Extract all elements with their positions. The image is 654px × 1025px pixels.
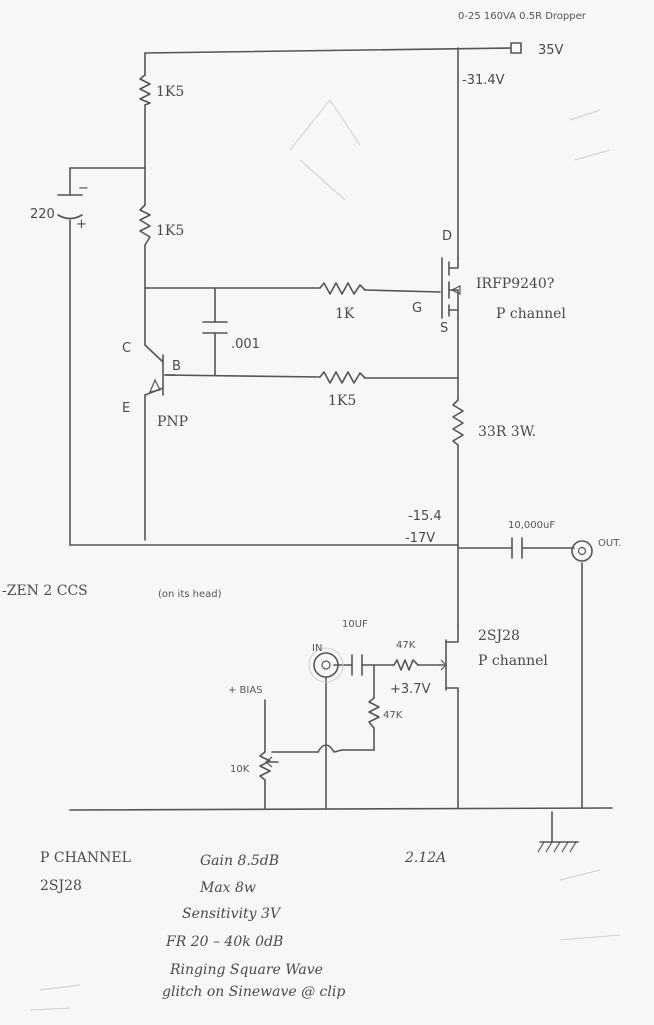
capacitor-220 [57,194,83,220]
circuit-title-aside: (on its head) [158,589,222,600]
input-cap-label: 10UF [342,619,368,630]
potentiometer-10k [259,751,279,781]
output-label: OUT. [598,538,621,549]
resistor-in-shunt-47k [368,697,380,729]
cap-plus-sign: + [76,217,87,232]
r2-label: 1K5 [156,223,184,239]
summary-fr: FR 20 – 40k 0dB [165,934,283,950]
cap-minus-sign: − [78,181,89,196]
resistor-gate-1k [319,282,366,295]
r1-label: 1K5 [156,84,184,100]
jfet-type-label: P channel [478,653,548,669]
jfet-2sj28 [439,624,459,691]
mosfet-pin-s: S [440,321,448,336]
output-cap-label: 10,000uF [508,520,555,531]
summary-sensitivity: Sensitivity 3V [182,906,282,922]
resistor-source-33r [452,399,464,446]
input-label: IN [312,643,322,654]
supply-voltage-label: 35V [538,43,564,58]
output-jack [571,540,593,562]
circuit-title: -ZEN 2 CCS [2,583,88,599]
ground-symbol [537,811,579,853]
capacitor-001 [202,321,228,334]
capacitor-in-10uf [351,654,363,676]
summary-current: 2.12A [404,850,446,866]
jfet-part-label: 2SJ28 [478,628,520,644]
base-resistor-label: 1K5 [328,393,356,409]
input-jack [308,647,344,683]
summary-part: 2SJ28 [40,878,82,894]
mid-node-voltage-a: -15.4 [408,509,442,524]
mosfet-type-label: P channel [496,306,566,322]
resistor-in-series-47k [393,659,419,671]
mosfet-pin-d: D [442,229,452,244]
pot-label: 10K [230,764,250,775]
supply-terminal [510,42,522,54]
mosfet-irfp9240 [441,257,461,319]
pnp-pin-c: C [122,341,131,356]
summary-ringing: Ringing Square Wave [169,962,323,978]
resistor-base-1k5 [319,371,366,384]
mosfet-pin-g: G [412,301,422,316]
source-resistor-label: 33R 3W. [478,424,536,440]
cap-001-label: .001 [231,337,260,352]
resistor-r2-1k5 [139,204,151,246]
top-node-voltage: -31.4V [462,73,505,88]
pnp-pin-b: B [172,359,181,374]
wire-crossover [317,744,343,753]
cap-220-label: 220 [30,207,55,222]
gate-resistor-label: 1K [335,306,355,322]
bleed-through-marks [29,99,621,1011]
mosfet-part-label: IRFP9240? [476,276,554,292]
summary-gain: Gain 8.5dB [200,853,279,869]
wiring [69,47,613,811]
pnp-pin-e: E [122,401,130,416]
pnp-transistor [144,344,176,396]
summary-max: Max 8w [199,880,256,896]
capacitor-out-10000uf [511,537,523,559]
pnp-type-label: PNP [157,414,188,430]
bias-label: + BIAS [228,685,263,696]
shunt-resistor-label: 47K [383,710,403,721]
summary-channel: P CHANNEL [40,850,131,866]
mid-node-voltage-b: -17V [405,531,435,546]
header-note: 0-25 160VA 0.5R Dropper [458,11,587,22]
summary-glitch: glitch on Sinewave @ clip [162,984,345,1000]
resistor-r1-1k5 [139,74,151,106]
gate-voltage-label: +3.7V [390,682,431,697]
series-resistor-label: 47K [396,640,416,651]
